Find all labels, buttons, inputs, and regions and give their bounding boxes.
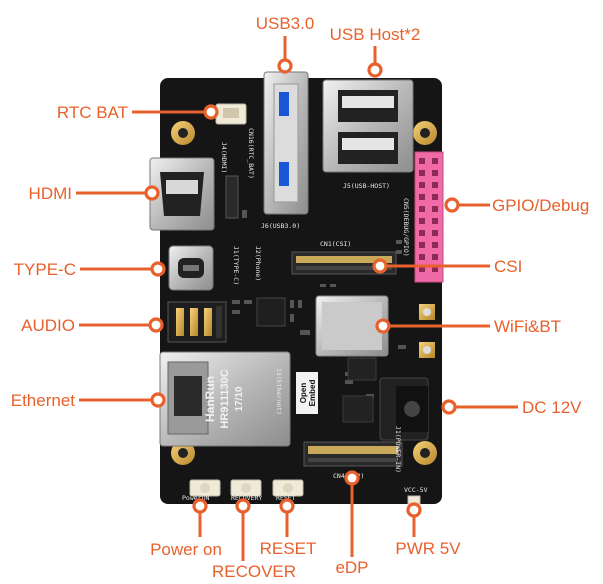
mounting-hole — [413, 441, 437, 465]
silk-usb-host: J5(USB-HOST) — [343, 182, 390, 190]
callout-pwr5v — [406, 502, 422, 537]
label-rtc-bat: RTC BAT — [57, 103, 128, 122]
antenna-connector — [419, 342, 435, 358]
label-hdmi: HDMI — [29, 184, 72, 203]
callout-csi — [372, 258, 490, 274]
mounting-hole — [413, 121, 437, 145]
label-recover: RECOVER — [212, 562, 296, 581]
label-edp: eDP — [335, 558, 368, 577]
label-dc12v: DC 12V — [522, 398, 582, 417]
ic-chip — [347, 357, 377, 381]
rj45-part-number: HR911130C — [219, 369, 231, 428]
callout-gpio — [444, 197, 490, 213]
silk-hdmi: J4(HDMI) — [220, 142, 228, 173]
callout-usb-host — [367, 46, 383, 78]
rj45-date-code: 17/10 — [234, 386, 245, 411]
label-usb3: USB3.0 — [256, 14, 315, 33]
callout-recover — [235, 498, 251, 561]
edp-connector — [303, 441, 403, 467]
csi-connector — [291, 251, 397, 275]
usb3-port — [263, 71, 309, 215]
callout-dc12v — [441, 399, 518, 415]
rj45-brand: HanRun — [203, 376, 217, 422]
label-usb-host: USB Host*2 — [330, 25, 421, 44]
silk-btn-power: PowerON — [182, 494, 209, 502]
mounting-hole — [171, 441, 195, 465]
label-audio: AUDIO — [21, 316, 75, 335]
silk-ethernet: J3(Ethernet) — [275, 368, 283, 415]
recover-button — [230, 479, 262, 497]
callout-ethernet — [79, 392, 166, 408]
callout-hdmi — [76, 185, 160, 201]
dc-power-jack — [379, 377, 429, 441]
silk-gpio: CN5(DEBUG/GPIO) — [402, 198, 410, 257]
callout-type-c — [80, 261, 166, 277]
ic-chip — [342, 395, 374, 423]
wifi-bt-module — [315, 295, 389, 357]
silk-usb3: J6(USB3.0) — [261, 222, 300, 230]
reset-button — [272, 479, 304, 497]
callout-rtc-bat — [132, 104, 219, 120]
callout-edp — [344, 470, 360, 557]
label-pwr5v: PWR 5V — [395, 539, 461, 558]
silk-btn-reset: RESET — [276, 494, 296, 502]
logo-line1: Open — [299, 383, 308, 404]
silk-vcc: VCC-5V — [404, 486, 428, 494]
gpio-header — [414, 151, 444, 283]
antenna-connector — [419, 304, 435, 320]
label-type-c: TYPE-C — [14, 260, 76, 279]
label-reset: RESET — [260, 539, 317, 558]
usb-host-port — [322, 79, 414, 173]
silk-btn-recovery: RECOVERY — [231, 494, 262, 502]
ic-chip — [256, 297, 286, 327]
logo-line2: Embed — [308, 380, 317, 407]
audio-jack — [167, 301, 227, 343]
silk-rtc: CN16(RTC_BAT) — [247, 128, 255, 179]
silk-type-c: J1(TYPE-C) — [232, 246, 240, 285]
callout-audio — [79, 317, 164, 333]
type-c-port — [168, 245, 214, 291]
callout-wifi-bt — [375, 318, 490, 334]
openembed-logo: Open Embed — [296, 372, 318, 414]
rtc-battery-connector — [215, 103, 247, 125]
label-csi: CSI — [494, 257, 522, 276]
mounting-hole — [171, 121, 195, 145]
callout-reset — [279, 498, 295, 537]
power-on-button — [189, 479, 221, 497]
label-gpio-debug: GPIO/Debug — [492, 196, 589, 215]
side-connector — [225, 175, 239, 219]
callout-power-on — [192, 498, 208, 537]
hdmi-port — [149, 157, 215, 231]
label-power-on: Power on — [150, 540, 222, 559]
label-wifi-bt: WiFi&BT — [494, 317, 561, 336]
silk-phone: J2(Phone) — [254, 246, 262, 281]
silk-power-in: J1(POWER-IN) — [394, 426, 402, 473]
label-ethernet: Ethernet — [11, 391, 76, 410]
callout-usb3 — [277, 36, 293, 74]
silk-csi: CN1(CSI) — [320, 240, 351, 248]
ethernet-port: HanRun HR911130C 17/10 — [159, 351, 291, 447]
